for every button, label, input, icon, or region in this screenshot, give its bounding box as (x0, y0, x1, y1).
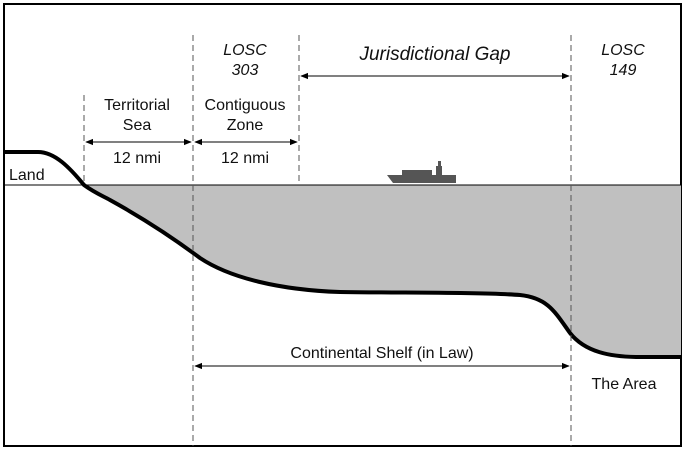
territorial-sea-label-line1: Territorial (104, 97, 170, 114)
contiguous-zone-label-line1: Contiguous (205, 97, 286, 114)
contiguous-zone-label-line2: Zone (227, 117, 264, 134)
losc149-label-line1: LOSC (601, 42, 645, 59)
losc303-label-line2: 303 (232, 62, 259, 79)
territorial-sea-width: 12 nmi (113, 150, 161, 167)
territorial-sea-label-line2: Sea (123, 117, 152, 134)
continental-shelf-label: Continental Shelf (in Law) (290, 345, 473, 362)
losc149-label-line2: 149 (610, 62, 637, 79)
jurisdictional-gap-label: Jurisdictional Gap (358, 44, 510, 65)
the-area-label: The Area (592, 376, 657, 393)
sea-area (84, 185, 681, 357)
ship-icon (387, 161, 456, 183)
land-label: Land (9, 167, 45, 184)
seabed-profile (4, 150, 681, 359)
contiguous-zone-width: 12 nmi (221, 150, 269, 167)
losc303-label-line1: LOSC (223, 42, 267, 59)
